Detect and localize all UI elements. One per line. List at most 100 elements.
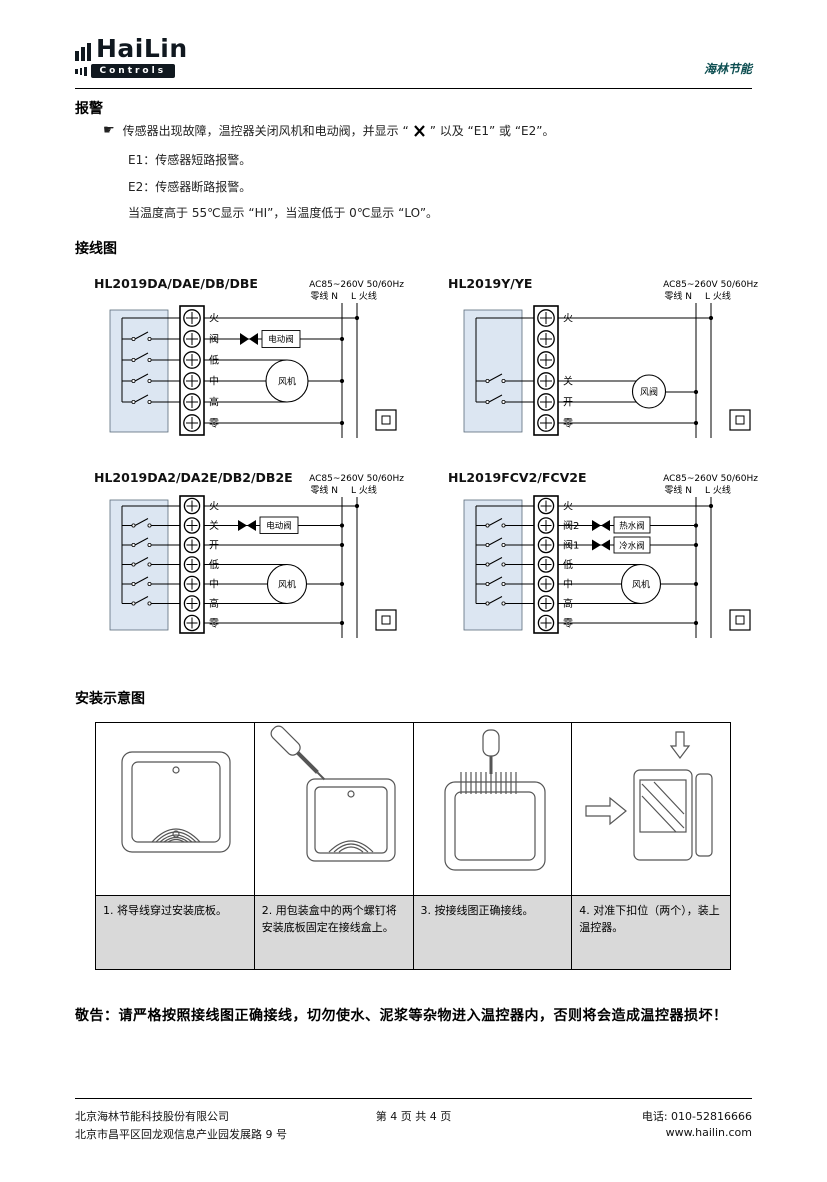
terminal-screws xyxy=(183,497,201,632)
wiring-diagram-y-svg: AC85~260V 50/60Hz 零线 N L 火线 风阀 xyxy=(463,280,758,438)
power-rating-label: AC85~260V 50/60Hz xyxy=(309,474,404,484)
cold-valve-label: 冷水阀 xyxy=(619,541,645,552)
brand-script-text: 海林节能 xyxy=(703,62,752,76)
screwdriver-icon xyxy=(270,725,325,781)
air-valve-motor: 风阀 xyxy=(631,374,667,409)
terminal-labels: 火 阀 低 中 高 零 xyxy=(209,313,219,430)
terminal-label: 关 xyxy=(209,519,219,532)
right-arrow-icon xyxy=(585,796,628,826)
install-steps-box: 1. 将导线穿过安装底板。 xyxy=(95,722,731,970)
thermostat-switch-box xyxy=(463,309,523,433)
terminal-strip xyxy=(179,305,205,436)
logo-bar-icon xyxy=(75,51,79,61)
logo-bar-icon xyxy=(79,67,82,75)
wiring-diagram-y: AC85~260V 50/60Hz 零线 N L 火线 风阀 xyxy=(446,276,776,468)
motorized-valve-symbol: 电动阀 xyxy=(240,330,301,348)
wiring-diagram-da2: AC85~260V 50/60Hz 零线 N L 火线 xyxy=(92,470,422,662)
neutral-line-label: 零线 N xyxy=(664,484,692,496)
terminal-label: 高 xyxy=(563,597,573,610)
wiring-diagram-da: AC85~260V 50/60Hz 零线 N L 火线 电动阀 xyxy=(92,276,422,468)
terminal-strip xyxy=(533,305,559,436)
class2-insulation-symbol xyxy=(375,609,397,631)
neutral-line-label: 零线 N xyxy=(310,290,338,302)
alarm-line-1-post: ” 以及 “E1” 或 “E2”。 xyxy=(429,124,555,138)
junction-dots xyxy=(339,503,360,626)
terminal-label: 零 xyxy=(209,418,219,430)
motorized-valve-symbol: 电动阀 xyxy=(238,516,299,534)
wiring-diagram-fcv2: AC85~260V 50/60Hz 零线 N L 火线 xyxy=(446,470,776,662)
warning-notice: 敬告：请严格按照接线图正确接线，切勿使水、泥浆等杂物进入温控器内，否则将会造成温… xyxy=(75,1008,728,1024)
pointing-hand-icon: ☛ xyxy=(103,123,115,138)
alarm-e1-line: E1：传感器短路报警。 xyxy=(128,153,252,167)
footer-page-number: 第 4 页 共 4 页 xyxy=(375,1110,452,1123)
terminal-label: 低 xyxy=(563,558,573,571)
alarm-line-1-pre: 传感器出现故障，温控器关闭风机和电动阀，并显示 “ xyxy=(122,124,409,138)
junction-dots xyxy=(693,315,714,426)
logo-bar-icon xyxy=(84,66,87,76)
footer-phone: 电话: 010-52816666 xyxy=(641,1110,752,1123)
logo-bar-icon xyxy=(87,43,91,61)
terminal-label: 阀1 xyxy=(563,539,579,552)
mounting-plate-drawing xyxy=(121,751,231,853)
footer-company: 北京海林节能科技股份有限公司 xyxy=(75,1110,229,1123)
neutral-line-label: 零线 N xyxy=(664,290,692,302)
logo-subline: Controls xyxy=(75,64,188,78)
wiring-plate-drawing xyxy=(444,729,546,871)
diagram-title: HL2019DA2/DA2E/DB2/DB2E xyxy=(94,470,293,485)
terminal-labels: 火 关 开 低 中 高 零 xyxy=(209,501,219,630)
install-step-4: 4. 对准下扣位（两个），装上温控器。 xyxy=(572,723,730,969)
terminal-label: 中 xyxy=(563,578,573,591)
live-line-label: L 火线 xyxy=(705,484,731,496)
alarm-e2-line: E2：传感器断路报警。 xyxy=(128,180,252,194)
fan-motor: 风机 xyxy=(620,563,662,605)
terminal-screws xyxy=(537,497,555,632)
thermostat-switch-box xyxy=(109,309,169,433)
footer-divider xyxy=(75,1098,752,1099)
fan-motor: 风机 xyxy=(265,359,309,403)
header-divider xyxy=(75,88,752,89)
alarm-line-1: ☛ 传感器出现故障，温控器关闭风机和电动阀，并显示 “ ” 以及 “E1” 或 … xyxy=(103,122,554,139)
valve-label: 电动阀 xyxy=(266,521,292,532)
terminal-label: 零 xyxy=(563,418,573,430)
logo-controls-badge: Controls xyxy=(90,64,176,78)
cold-water-valve-symbol: 冷水阀 xyxy=(592,536,651,554)
circuit-wires xyxy=(558,317,711,424)
switch-contacts xyxy=(475,505,534,606)
fan-label: 风机 xyxy=(278,376,296,388)
logo-bar-icon xyxy=(75,68,78,74)
terminal-labels: 火 阀2 阀1 低 中 高 零 xyxy=(563,501,579,630)
terminal-label: 阀 xyxy=(209,333,219,346)
down-arrow-icon xyxy=(669,731,691,759)
terminal-label: 零 xyxy=(563,618,573,630)
install-step-3: 3. 按接线图正确接线。 xyxy=(413,723,573,969)
fan-label: 风机 xyxy=(278,579,296,591)
screwdriver-icon xyxy=(482,729,500,774)
live-line-label: L 火线 xyxy=(351,484,377,496)
diagram-title: HL2019FCV2/FCV2E xyxy=(448,470,587,485)
logo-bar-icon xyxy=(81,47,85,61)
terminal-screws xyxy=(537,309,555,432)
diagram-title: HL2019Y/YE xyxy=(448,276,533,291)
live-line-label: L 火线 xyxy=(351,290,377,302)
class2-insulation-symbol xyxy=(729,609,751,631)
footer-address: 北京市昌平区回龙观信息产业园发展路 9 号 xyxy=(75,1128,287,1141)
class2-insulation-symbol xyxy=(729,409,751,431)
wiring-diagram-da-svg: AC85~260V 50/60Hz 零线 N L 火线 电动阀 xyxy=(109,280,404,438)
install-step-4-caption: 4. 对准下扣位（两个），装上温控器。 xyxy=(572,895,730,969)
terminal-labels: 火 关 开 零 xyxy=(563,313,573,430)
hailin-logo: HaiLin Controls xyxy=(75,36,188,78)
terminal-label: 火 xyxy=(563,501,573,513)
wiring-diagram-da2-svg: AC85~260V 50/60Hz 零线 N L 火线 xyxy=(109,474,404,638)
terminal-label: 高 xyxy=(209,597,219,610)
terminal-label: 火 xyxy=(209,313,219,325)
wiring-diagram-fcv2-svg: AC85~260V 50/60Hz 零线 N L 火线 xyxy=(463,474,758,638)
thermostat-mounting-drawing xyxy=(585,731,713,861)
alarm-temp-line: 当温度高于 55℃显示 “HI”，当温度低于 0℃显示 “LO”。 xyxy=(128,206,439,220)
terminal-label: 火 xyxy=(563,313,573,325)
terminal-label: 火 xyxy=(209,501,219,513)
valve-label: 电动阀 xyxy=(268,334,294,345)
terminal-label: 关 xyxy=(563,375,573,388)
fan-motor: 风机 xyxy=(266,563,308,605)
section-heading-install: 安装示意图 xyxy=(75,691,145,707)
